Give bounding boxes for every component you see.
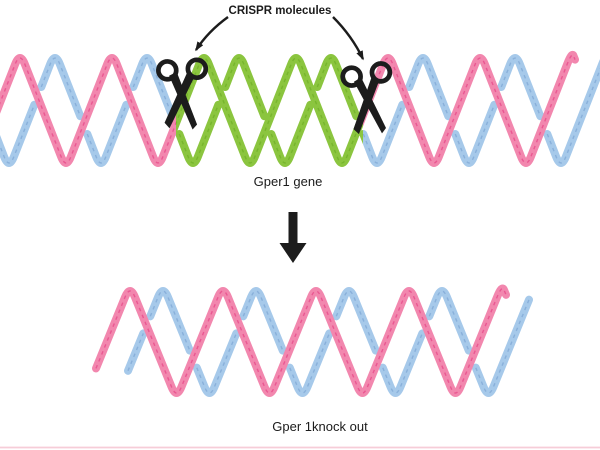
pointer-arrows (194, 16, 365, 61)
scissors-icon-right (340, 61, 393, 135)
knockout-label: Gper 1knock out (272, 419, 368, 434)
down-arrow-icon (279, 212, 307, 263)
pointer-arrow-icon (194, 16, 229, 52)
crispr-molecules-label: CRISPR molecules (229, 5, 332, 17)
pointer-arrow-icon (332, 16, 365, 61)
knockout-helix (92, 284, 533, 397)
scissors-icon-left (156, 57, 209, 130)
gene-label: Gper1 gene (254, 174, 323, 189)
bottom-edge-line (0, 446, 600, 449)
top-helix (0, 50, 600, 167)
